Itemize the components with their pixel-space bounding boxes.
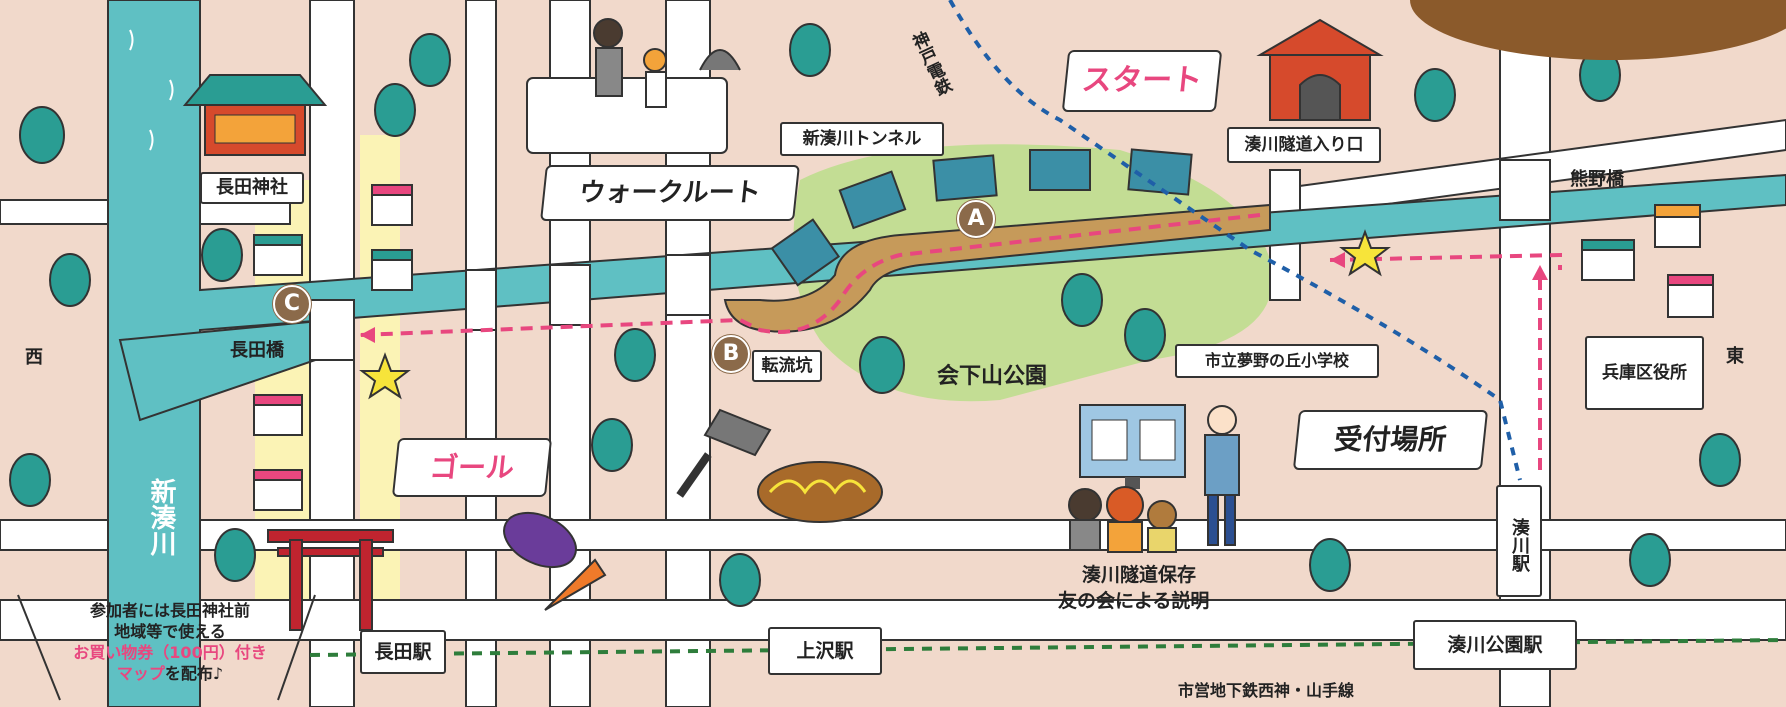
note-map-word: マップ [116, 664, 165, 683]
kobe-dentetsu-line [948, 0, 1522, 481]
audience [1068, 486, 1177, 553]
goal-star [359, 352, 411, 400]
label-shin-minatogawa-tunnel: 新湊川トンネル [780, 122, 944, 156]
note-line1: 参加者には長田神社前 [89, 601, 250, 620]
note-line2: 地域等で使える [114, 622, 226, 641]
tunnel-path [723, 203, 1271, 333]
label-tenryuko: 転流坑 [752, 350, 822, 382]
label-west: 西 [25, 347, 43, 368]
bubble-start: スタート [1061, 50, 1223, 112]
label-kumano-bridge: 熊野橋 [1570, 169, 1624, 190]
label-minatogawa-station: 湊川駅 [1496, 485, 1542, 597]
note-highlight: お買い物券（100円）付き [73, 643, 267, 662]
label-east: 東 [1726, 346, 1744, 367]
bubble-reception: 受付場所 [1292, 410, 1489, 470]
label-shin-minatogawa-river: 新湊川 [146, 478, 176, 556]
label-tunnel-entrance: 湊川隧道入り口 [1227, 127, 1381, 163]
label-explanation-line1: 湊川隧道保存 [1082, 564, 1197, 586]
shops [253, 184, 1714, 511]
label-nagata-shrine: 長田神社 [200, 172, 304, 204]
route-arrow-west [360, 327, 375, 343]
route-main [359, 213, 1261, 337]
eggplant [503, 511, 577, 569]
label-egeyama-park: 会下山公園 [937, 364, 1048, 389]
label-hyogo-ward-office: 兵庫区役所 [1585, 336, 1704, 410]
label-nagata-station: 長田駅 [360, 630, 446, 674]
corner-decoration [1410, 0, 1786, 60]
shopping-voucher-note: 参加者には長田神社前 地域等で使える お買い物券（100円）付き マップを配布♪ [30, 600, 310, 684]
label-minatogawa-koen-station: 湊川公園駅 [1413, 620, 1577, 670]
label-yumeno-school: 市立夢野の丘小学校 [1175, 344, 1379, 378]
carrot [544, 558, 607, 611]
okonomiyaki [757, 461, 883, 523]
label-subway-line: 市営地下鉄西神・山手線 [1178, 681, 1355, 700]
nagata-shrine-building [182, 74, 328, 156]
torii-gate [267, 529, 394, 631]
route-east [1329, 252, 1562, 270]
note-distribution: を配布♪ [164, 664, 224, 683]
bubble-goal: ゴール [391, 438, 553, 497]
label-explanation-line2: 友の会による説明 [1058, 590, 1210, 612]
note-line4: マップを配布♪ [30, 663, 310, 684]
pin-b: B [712, 335, 750, 373]
pin-a: A [957, 200, 995, 238]
start-star [1339, 229, 1391, 277]
spatula [676, 408, 772, 498]
presenter [1204, 405, 1240, 546]
presentation-screen [1079, 404, 1186, 489]
tunnel-entrance-building [1256, 18, 1384, 121]
bubble-walk-route: ウォークルート [540, 165, 800, 221]
trees [9, 23, 1741, 607]
label-nagata-bridge: 長田橋 [230, 340, 284, 361]
pin-c: C [273, 285, 311, 323]
walkers-illustration [526, 18, 741, 154]
tunnel-blocks [770, 148, 1193, 287]
route-arrow-start [1330, 252, 1345, 268]
route-arrow-north [1532, 265, 1548, 280]
label-kamisawa-station: 上沢駅 [768, 627, 882, 675]
